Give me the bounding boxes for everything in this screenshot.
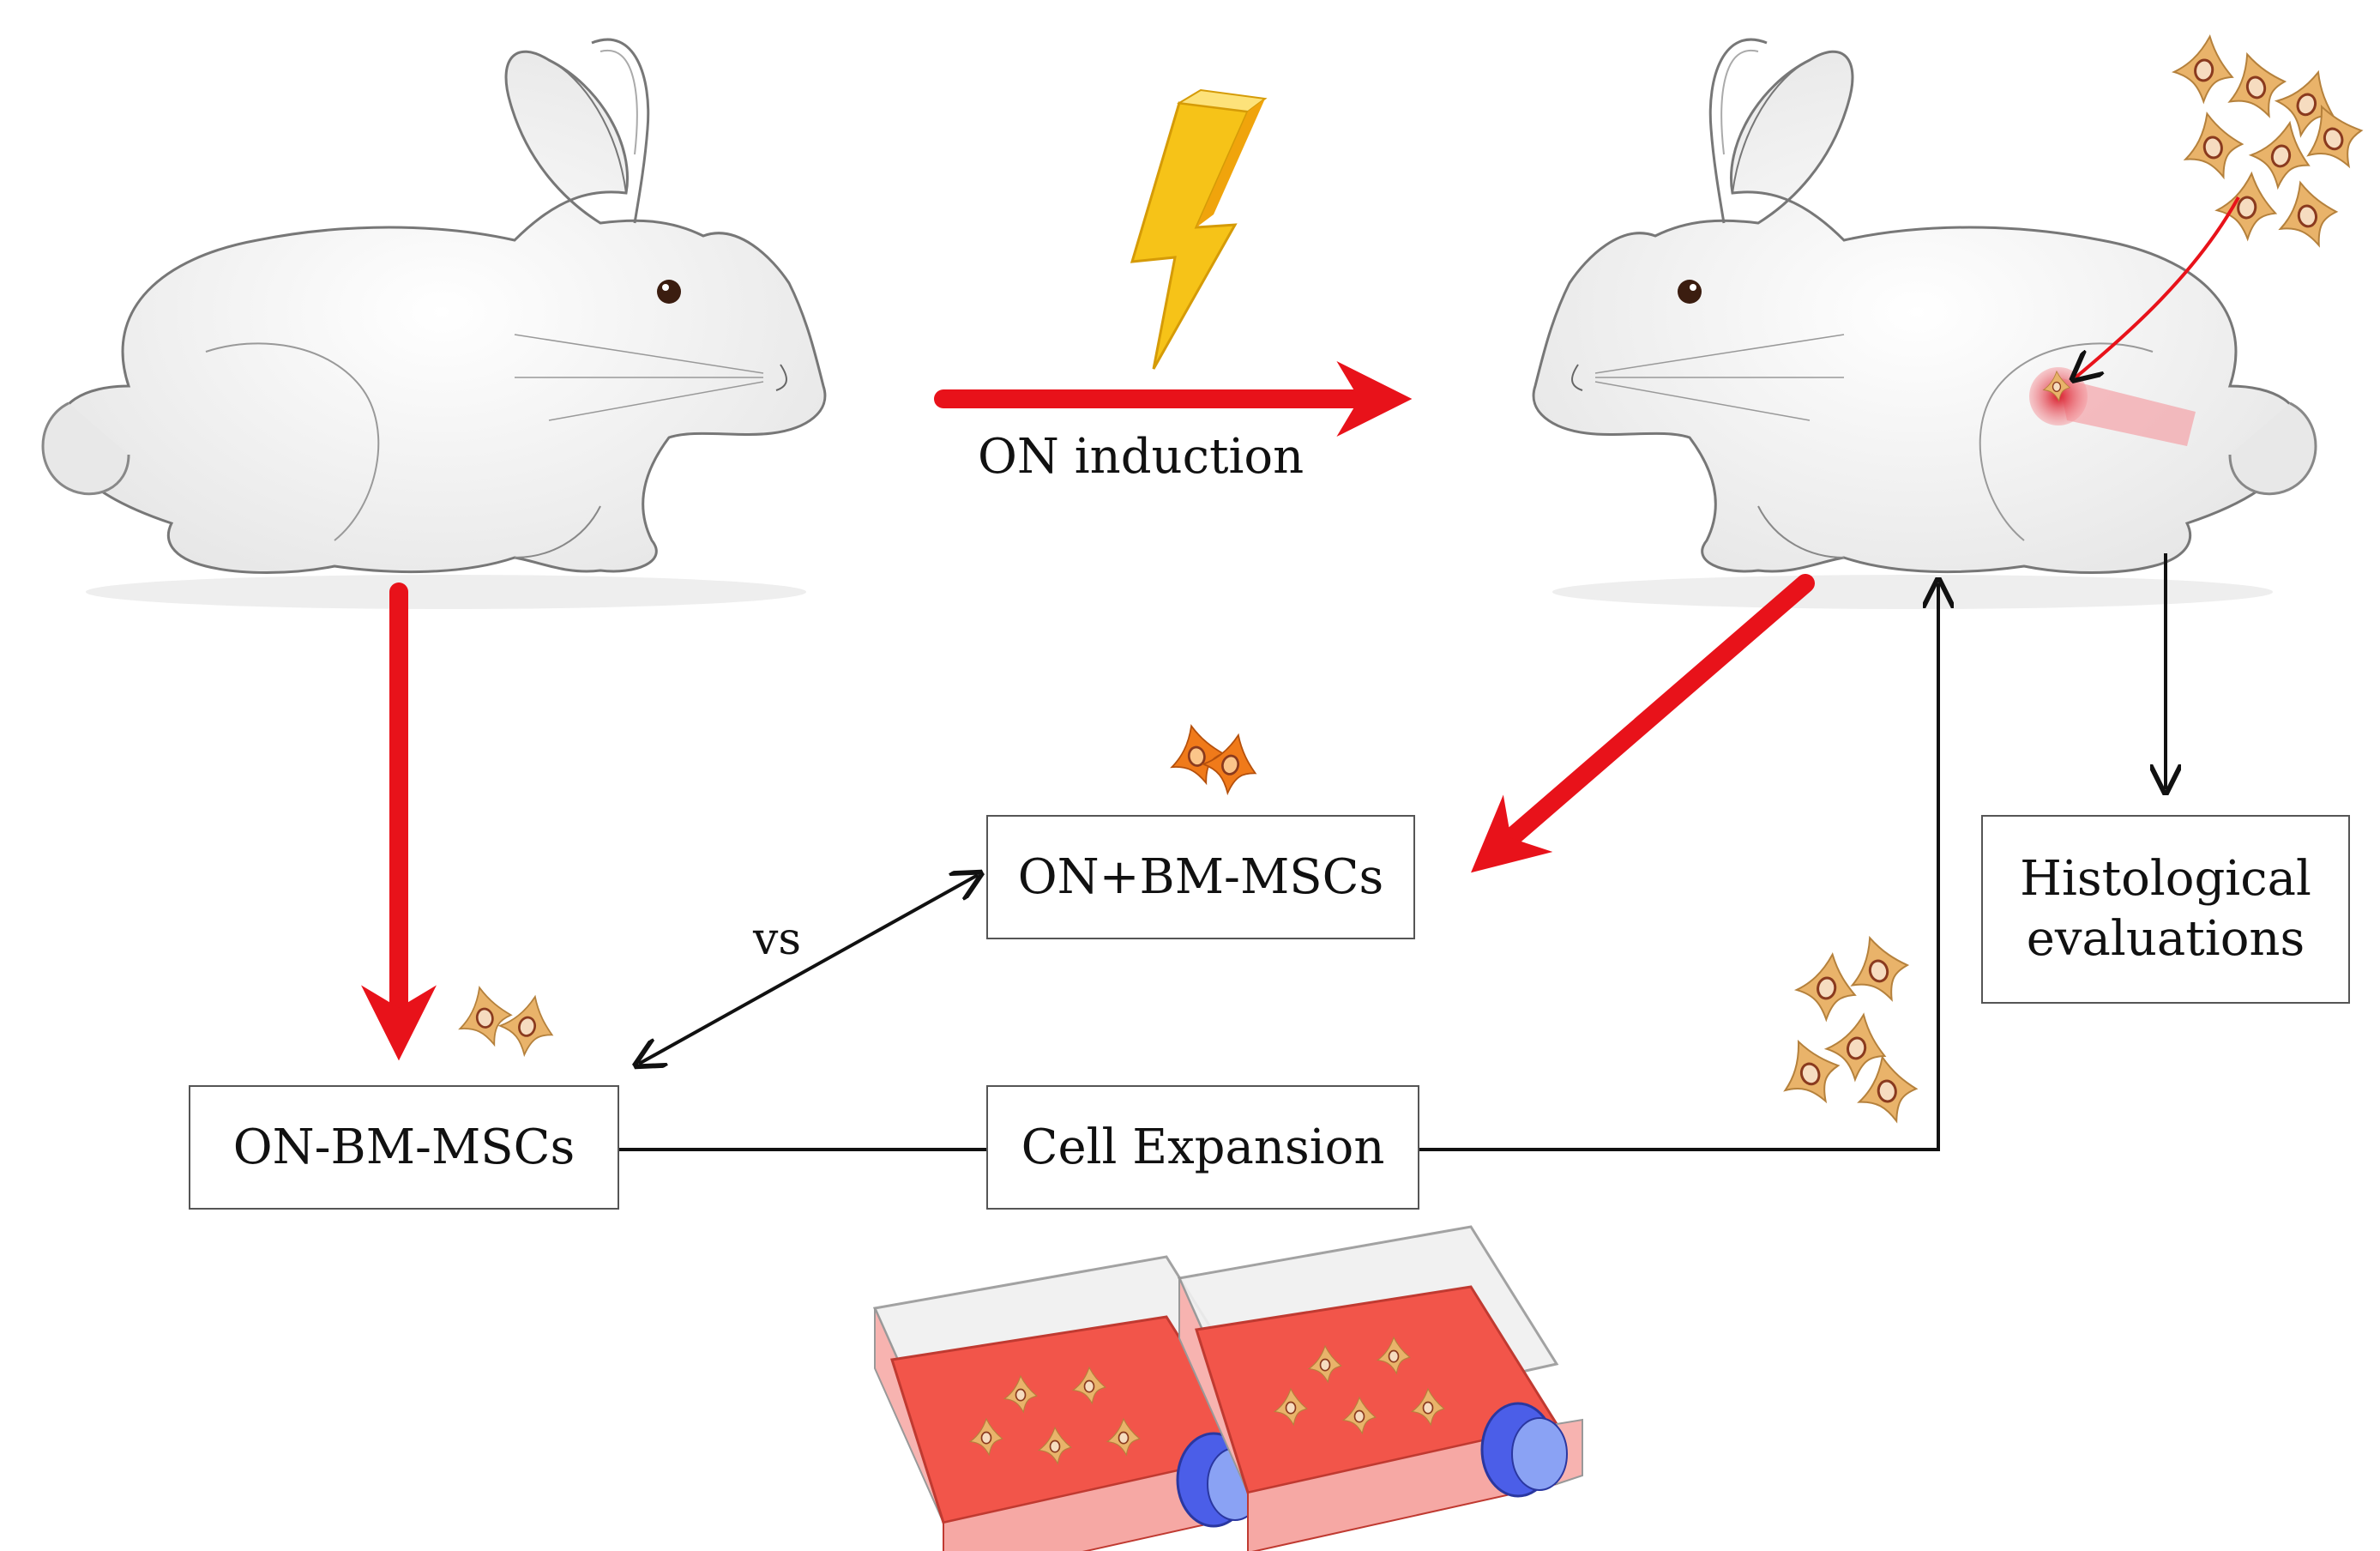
on-bm-mscs-label: ON-BM-MSCs: [232, 1119, 575, 1175]
cell-expansion-box: Cell Expansion: [986, 1085, 1419, 1210]
on-bm-mscs-box: ON-BM-MSCs: [189, 1085, 619, 1210]
injection-arrow: [2076, 196, 2240, 377]
red-arrow-to-on-plus: [1471, 574, 1815, 873]
histological-evaluations-box: Histological evaluations: [1981, 815, 2350, 1004]
return-arrow: [1419, 583, 1938, 1151]
culture-flask-icon: [1177, 1225, 1583, 1551]
culture-flask-icon: [872, 1255, 1279, 1551]
on-plus-bm-mscs-label: ON+BM-MSCs: [1017, 849, 1384, 905]
histological-label-line1: Histological: [2020, 851, 2311, 907]
on-induction-label: ON induction: [978, 429, 1304, 485]
vs-double-arrow: [639, 875, 978, 1064]
rabbit-icon: [1532, 38, 2317, 609]
rabbit-icon: [41, 38, 827, 609]
vs-label: vs: [753, 914, 802, 965]
cell-cluster-icon: [2168, 30, 2373, 254]
cell-expansion-label: Cell Expansion: [1021, 1119, 1385, 1175]
mesenchymal-cell-icon: [452, 981, 562, 1062]
on-plus-bm-mscs-box: ON+BM-MSCs: [986, 815, 1415, 939]
mesenchymal-cell-icon: [1164, 720, 1265, 800]
cell-cluster-icon: [1769, 928, 1922, 1127]
histological-label-line2: evaluations: [2026, 911, 2305, 967]
lightning-bolt-icon: [1130, 88, 1268, 370]
